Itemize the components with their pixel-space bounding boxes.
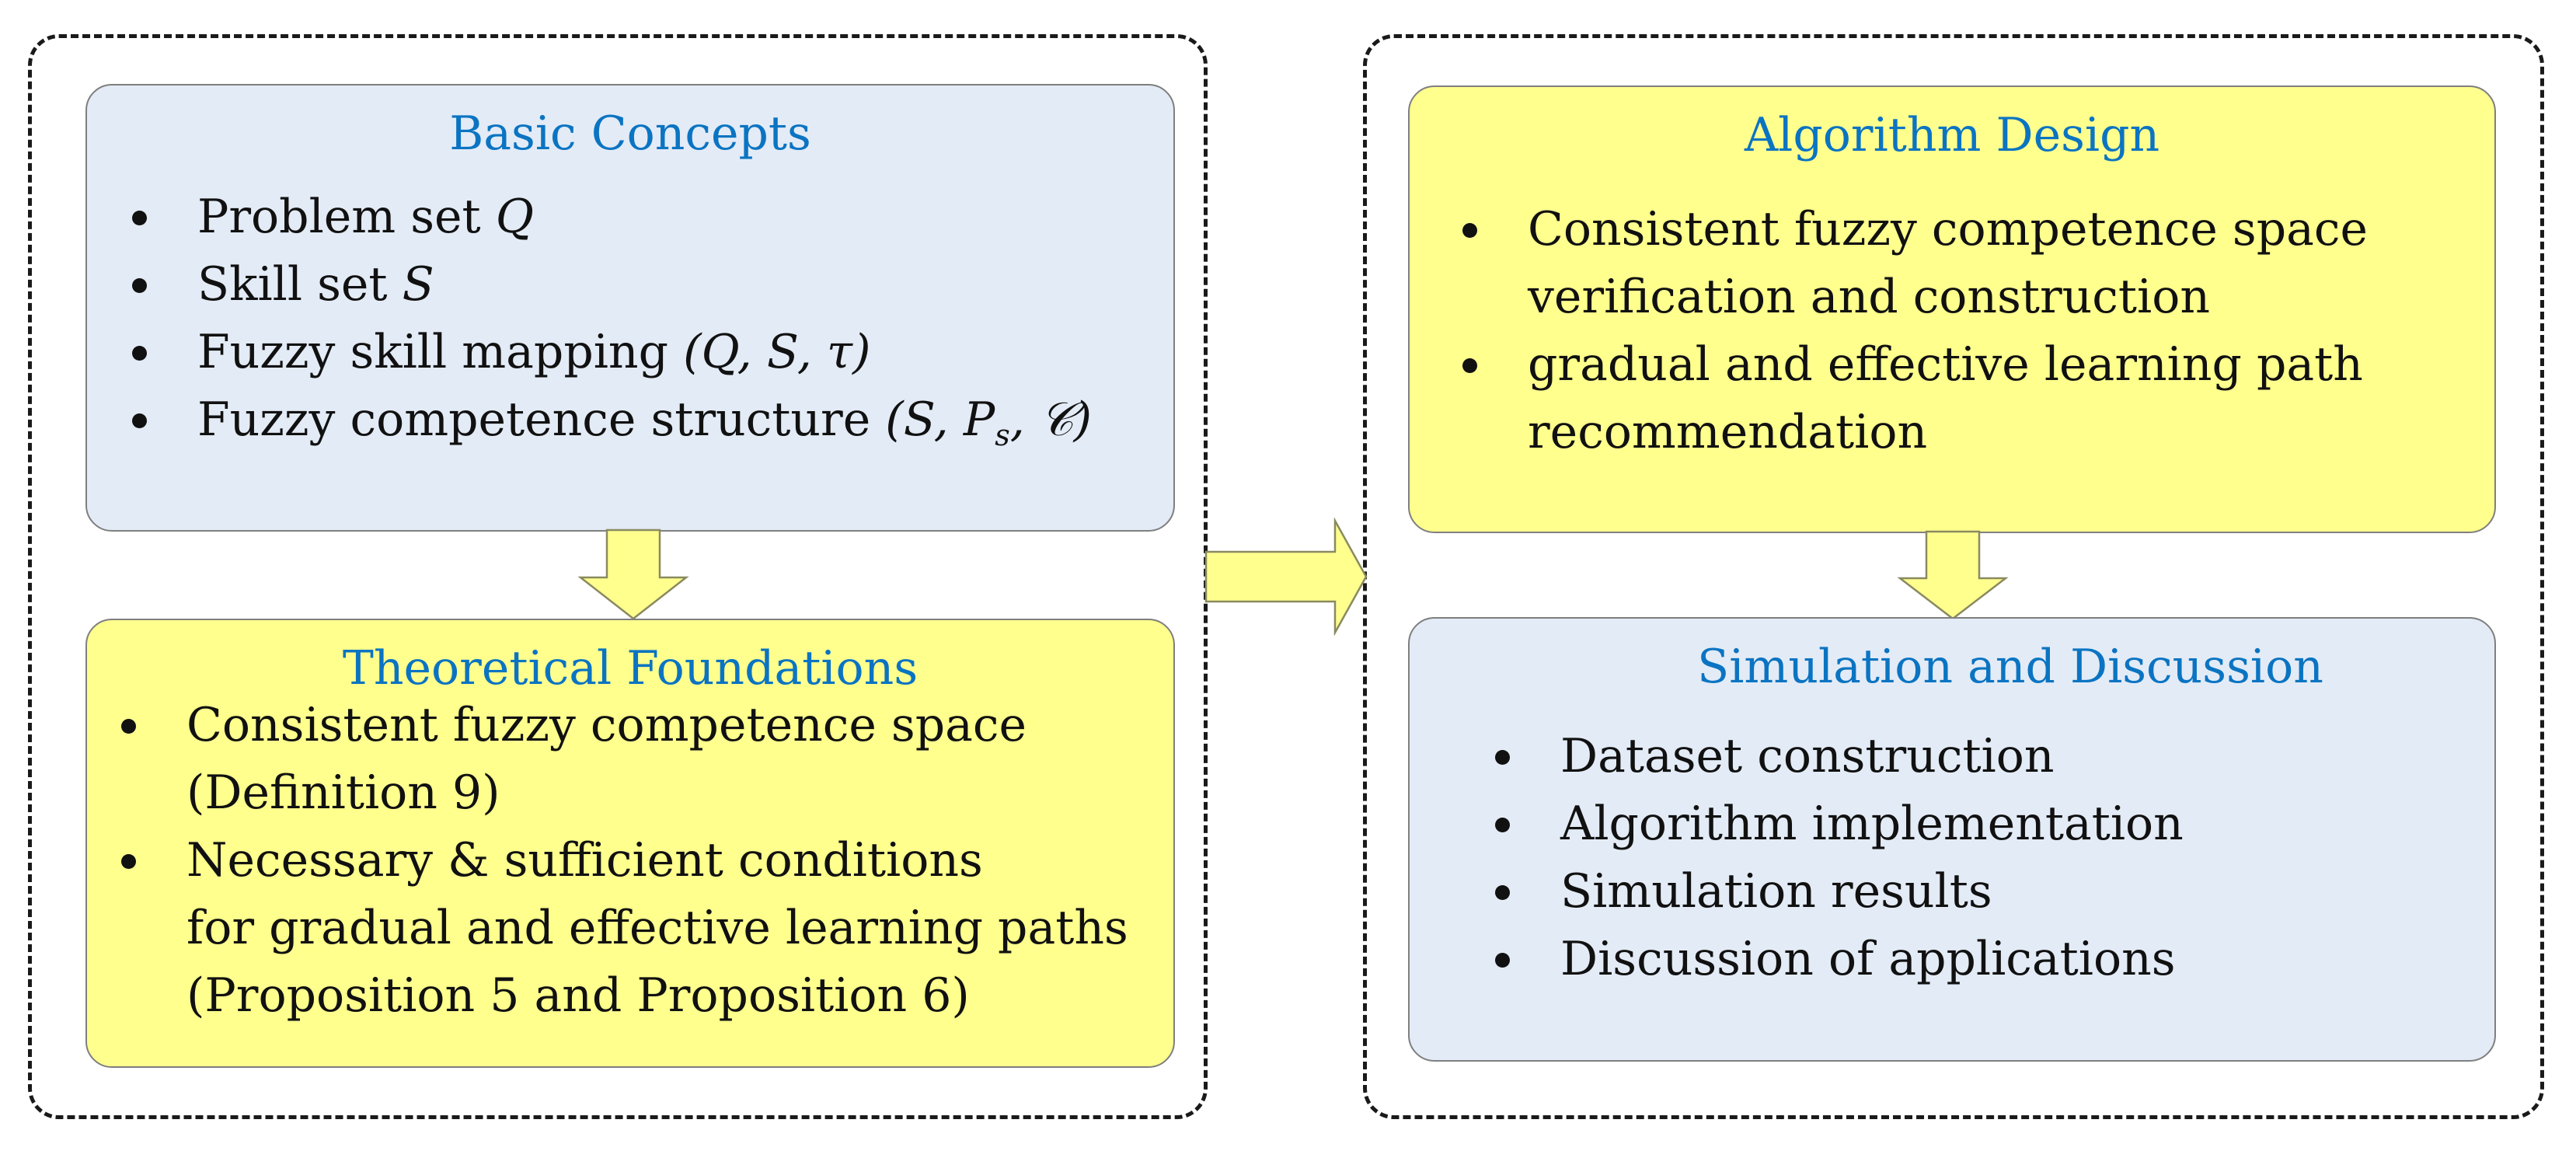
bullet-icon <box>132 346 147 361</box>
item-line: for gradual and effective learning paths <box>186 901 1128 955</box>
down-arrow-right <box>1897 530 2009 620</box>
simulation-discussion-title: Simulation and Discussion <box>1697 640 2323 694</box>
list-item: Algorithm implementation <box>1495 790 2184 858</box>
down-arrow-left <box>577 528 689 620</box>
list-item: Necessary & sufficient conditions for gr… <box>121 827 1128 1030</box>
theoretical-foundations-panel: Theoretical Foundations Consistent fuzzy… <box>85 619 1175 1068</box>
item-line: Consistent fuzzy competence space <box>1528 202 2368 256</box>
list-item: gradual and effective learning path reco… <box>1462 331 2368 466</box>
bullet-icon <box>1495 885 1510 900</box>
item-label: Dataset construction <box>1560 729 2055 783</box>
list-item: Skill set S <box>132 251 1092 319</box>
item-label: Fuzzy competence structure <box>197 392 886 447</box>
algorithm-design-title: Algorithm Design <box>1744 108 2160 162</box>
item-line: recommendation <box>1528 405 1928 459</box>
math-symbol-close: , 𝒞) <box>1009 392 1092 447</box>
theoretical-foundations-title: Theoretical Foundations <box>342 641 919 696</box>
basic-concepts-panel: Basic Concepts Problem set Q Skill set S… <box>85 84 1175 532</box>
math-symbol: (Q, S, τ) <box>683 325 871 379</box>
item-label: Problem set <box>197 190 496 244</box>
bullet-icon <box>121 719 136 734</box>
basic-concepts-list: Problem set Q Skill set S Fuzzy skill ma… <box>132 183 1092 469</box>
list-item: Consistent fuzzy competence space (Defin… <box>121 692 1128 827</box>
item-line: (Definition 9) <box>186 766 500 820</box>
item-label: Fuzzy skill mapping <box>197 325 684 379</box>
item-line: verification and construction <box>1528 270 2210 324</box>
item-label: Discussion of applications <box>1560 932 2176 986</box>
bullet-icon <box>132 413 147 428</box>
item-line: Consistent fuzzy competence space <box>186 698 1027 752</box>
list-item: Fuzzy competence structure (S, Ps, 𝒞) <box>132 386 1092 469</box>
item-label: Skill set <box>197 257 403 312</box>
list-item: Fuzzy skill mapping (Q, S, τ) <box>132 319 1092 386</box>
item-line: gradual and effective learning path <box>1528 337 2363 392</box>
bullet-icon <box>1495 750 1510 765</box>
bullet-icon <box>121 854 136 869</box>
bullet-icon <box>1495 953 1510 968</box>
simulation-discussion-panel: Simulation and Discussion Dataset constr… <box>1408 617 2496 1062</box>
item-line: Necessary & sufficient conditions <box>186 833 983 888</box>
list-item: Dataset construction <box>1495 723 2184 790</box>
right-arrow-middle <box>1204 518 1368 636</box>
math-symbol: S <box>402 257 434 312</box>
item-label: Simulation results <box>1560 864 1992 919</box>
math-symbol-open: (S, P <box>885 392 995 447</box>
list-item: Problem set Q <box>132 183 1092 251</box>
list-item: Simulation results <box>1495 858 2184 926</box>
item-line: (Proposition 5 and Proposition 6) <box>186 968 970 1023</box>
bullet-icon <box>1462 223 1477 238</box>
bullet-icon <box>1495 818 1510 832</box>
list-item: Consistent fuzzy competence space verifi… <box>1462 196 2368 331</box>
math-symbol: Q <box>495 190 534 244</box>
basic-concepts-title: Basic Concepts <box>449 106 811 161</box>
theoretical-foundations-list: Consistent fuzzy competence space (Defin… <box>121 692 1128 1030</box>
simulation-discussion-list: Dataset construction Algorithm implement… <box>1495 723 2184 993</box>
algorithm-design-panel: Algorithm Design Consistent fuzzy compet… <box>1408 85 2496 533</box>
item-label: Algorithm implementation <box>1560 797 2184 851</box>
list-item: Discussion of applications <box>1495 926 2184 993</box>
algorithm-design-list: Consistent fuzzy competence space verifi… <box>1462 196 2368 466</box>
bullet-icon <box>132 278 147 293</box>
bullet-icon <box>1462 358 1477 373</box>
math-subscript: s <box>995 418 1010 452</box>
bullet-icon <box>132 211 147 225</box>
